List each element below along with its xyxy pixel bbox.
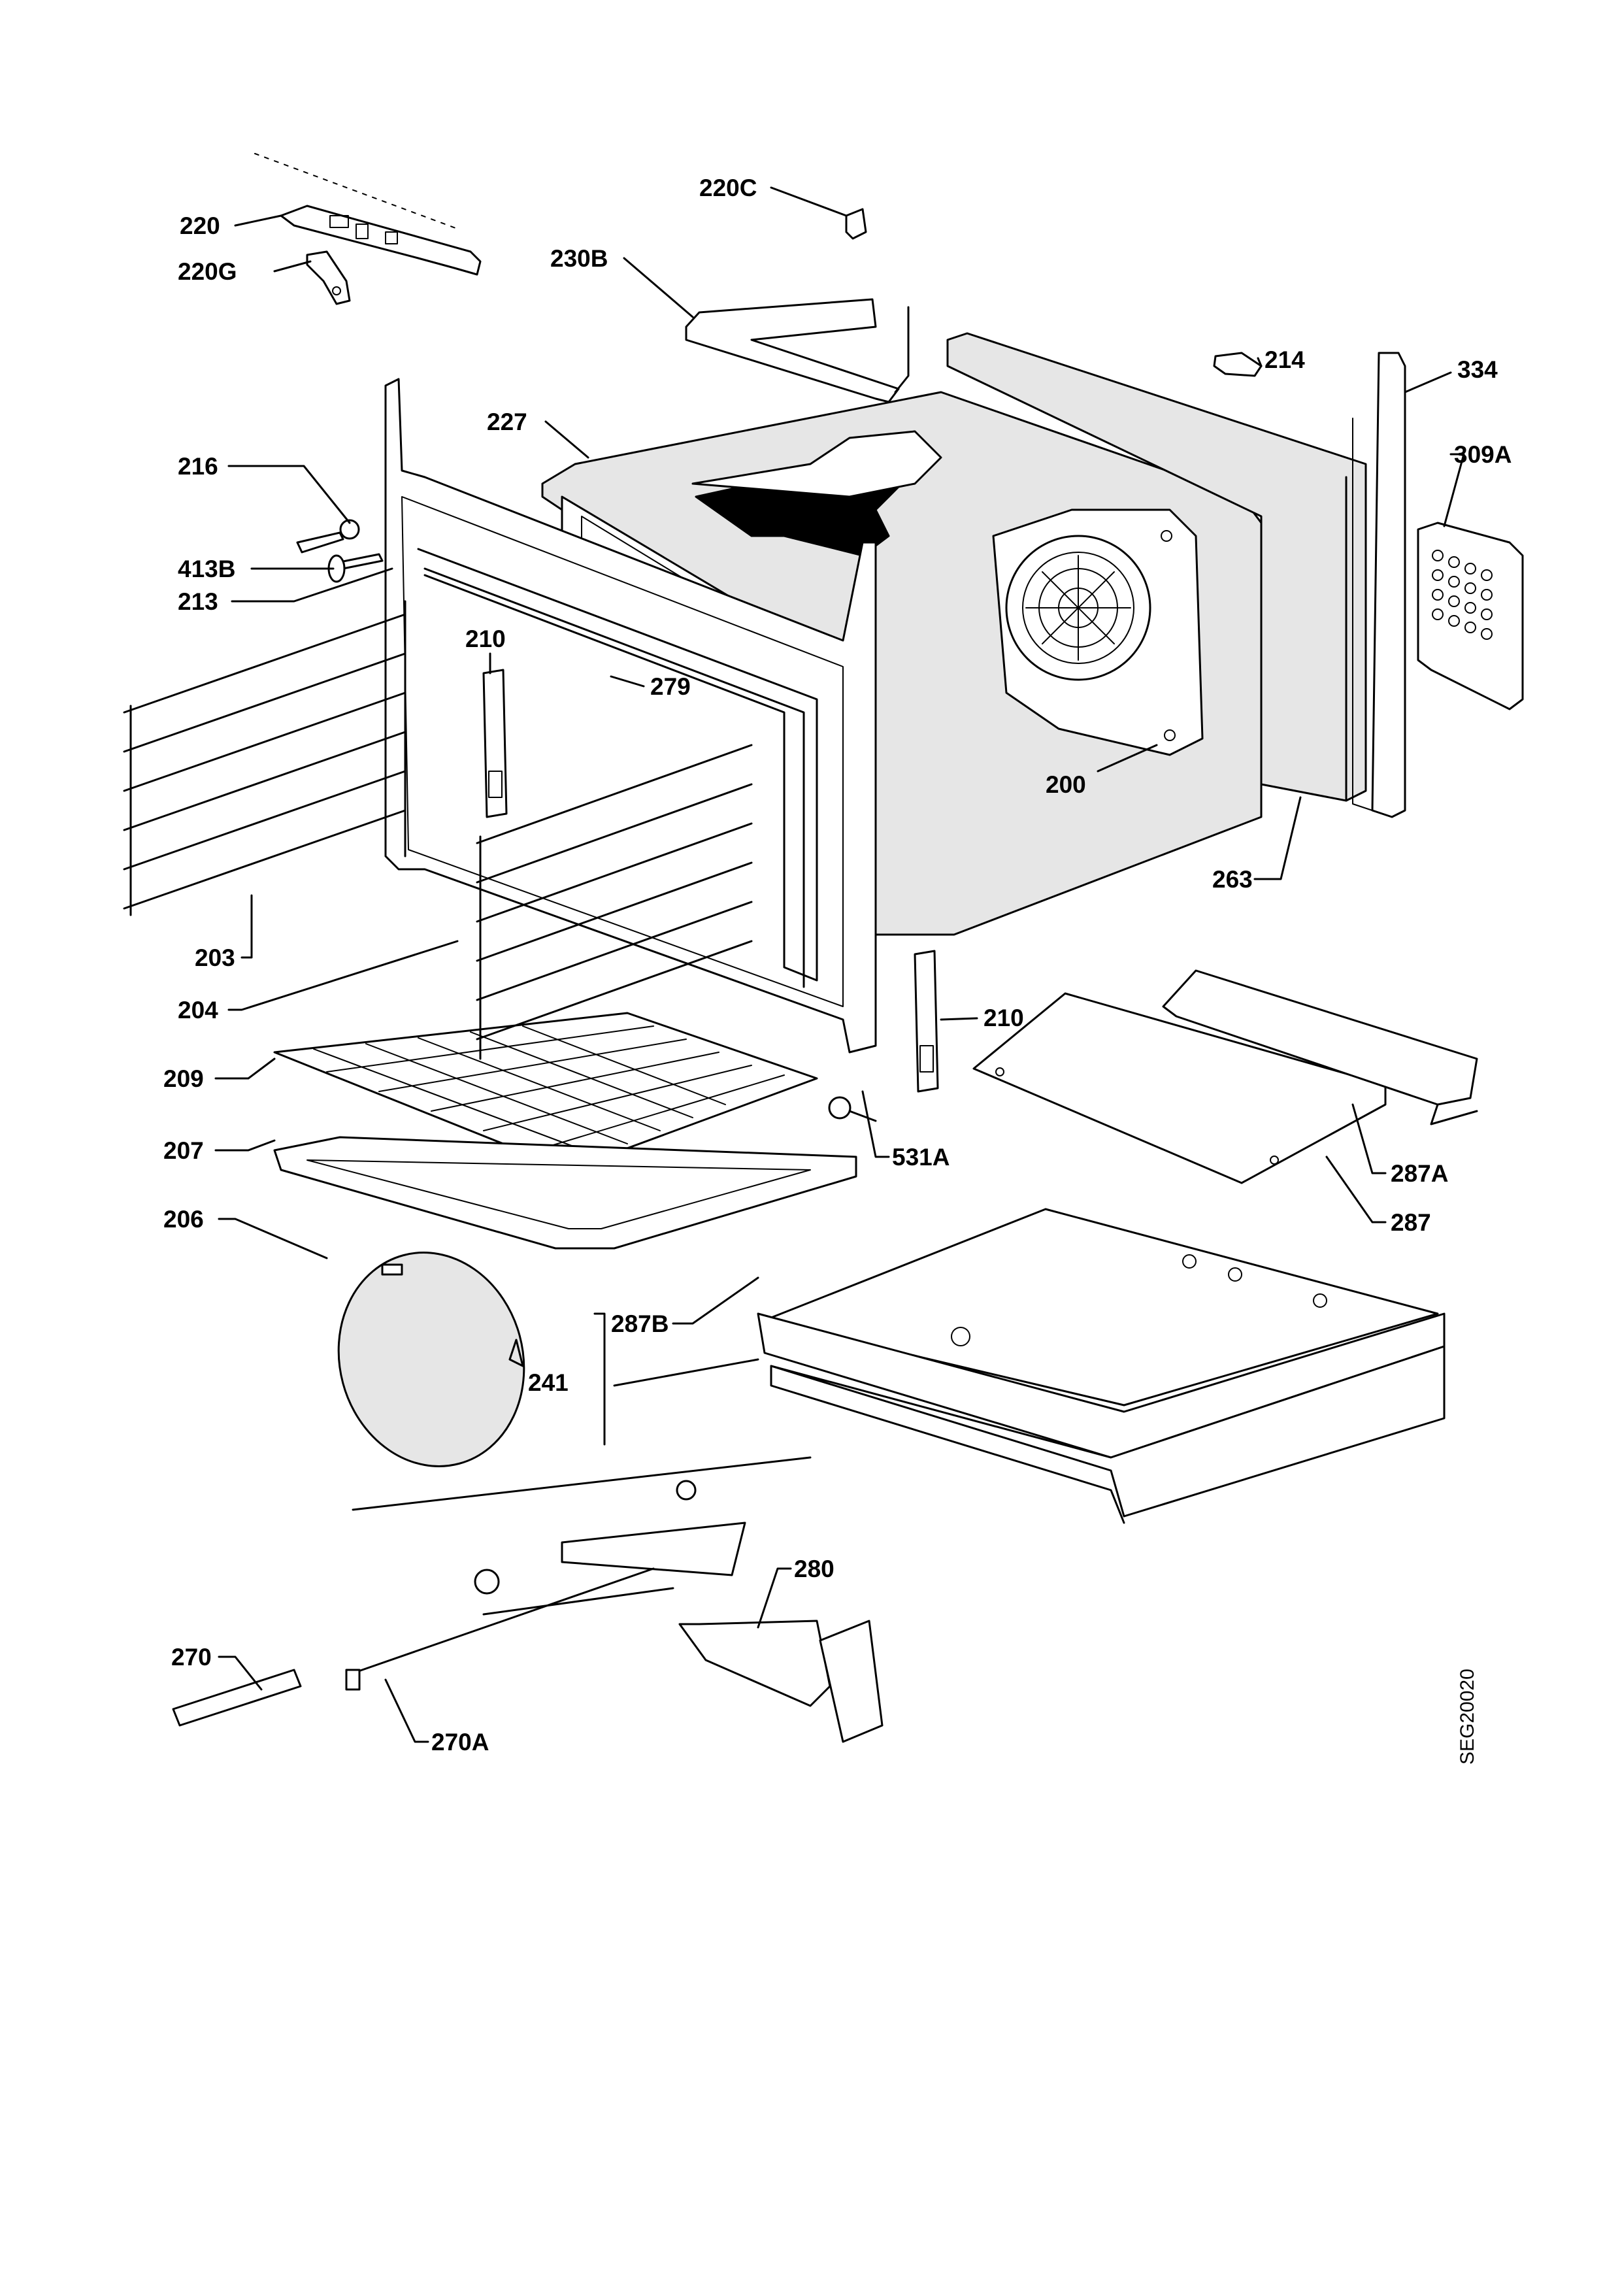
label-200: 200: [1046, 771, 1086, 798]
label-210-lower: 210: [984, 1005, 1024, 1031]
part-309A-grille: [1417, 522, 1524, 710]
part-263-insulation: [946, 332, 1367, 802]
label-413B: 413B: [178, 556, 235, 582]
part-209-wire-shelf: [273, 1012, 818, 1171]
part-287A-panel: [1162, 969, 1478, 1125]
part-220-bracket: [254, 153, 482, 276]
part-206-filter: [337, 1252, 525, 1467]
leader-lines: [214, 186, 1465, 1743]
drawing-code: SEG20020: [1457, 1669, 1478, 1765]
label-209: 209: [163, 1065, 204, 1092]
label-207: 207: [163, 1137, 204, 1164]
part-270-rotisserie: [172, 1456, 812, 1727]
part-210-lamp-left: [482, 669, 508, 818]
part-front-frame: [384, 378, 877, 1054]
part-531A-screw: [828, 1096, 877, 1122]
label-309A: 309A: [1454, 441, 1512, 468]
label-220C: 220C: [699, 175, 757, 201]
label-263: 263: [1212, 866, 1253, 893]
label-279: 279: [650, 673, 691, 700]
label-220: 220: [180, 212, 220, 239]
label-220G: 220G: [178, 258, 237, 285]
label-270A: 270A: [431, 1729, 489, 1755]
label-241: 241: [528, 1369, 569, 1396]
part-230B-bracket: [685, 298, 910, 403]
part-413B-screw: [327, 553, 384, 583]
part-220G-clip: [306, 250, 351, 305]
part-241-drawer: [757, 1208, 1446, 1524]
label-204: 204: [178, 997, 218, 1023]
part-210-lamp-right: [914, 950, 939, 1093]
label-287A: 287A: [1391, 1160, 1448, 1187]
label-230B: 230B: [550, 245, 608, 272]
part-203-shelf-rail: [123, 600, 406, 916]
label-531A: 531A: [892, 1144, 950, 1171]
label-334: 334: [1457, 356, 1498, 383]
label-287: 287: [1391, 1209, 1431, 1236]
label-206: 206: [163, 1206, 204, 1233]
label-227: 227: [487, 408, 527, 435]
label-203: 203: [195, 944, 235, 971]
part-labels: 220 220G 220C 230B 214 334 227 216 309A …: [163, 175, 1512, 1755]
label-214: 214: [1265, 346, 1305, 373]
label-287B: 287B: [611, 1310, 669, 1337]
label-213: 213: [178, 588, 218, 615]
part-334-rear-strip: [1352, 352, 1406, 818]
part-204-shelf-rail: [476, 744, 753, 1060]
part-287-panel: [972, 992, 1387, 1184]
part-207-tray: [273, 1136, 857, 1250]
label-270: 270: [171, 1644, 212, 1671]
label-210-upper: 210: [465, 625, 506, 652]
part-216-screw: [296, 519, 360, 554]
part-280-holder: [678, 1620, 884, 1743]
label-216: 216: [178, 453, 218, 480]
part-214-switch: [1213, 352, 1263, 377]
part-220C-clip: [845, 208, 867, 240]
label-280: 280: [794, 1556, 835, 1582]
